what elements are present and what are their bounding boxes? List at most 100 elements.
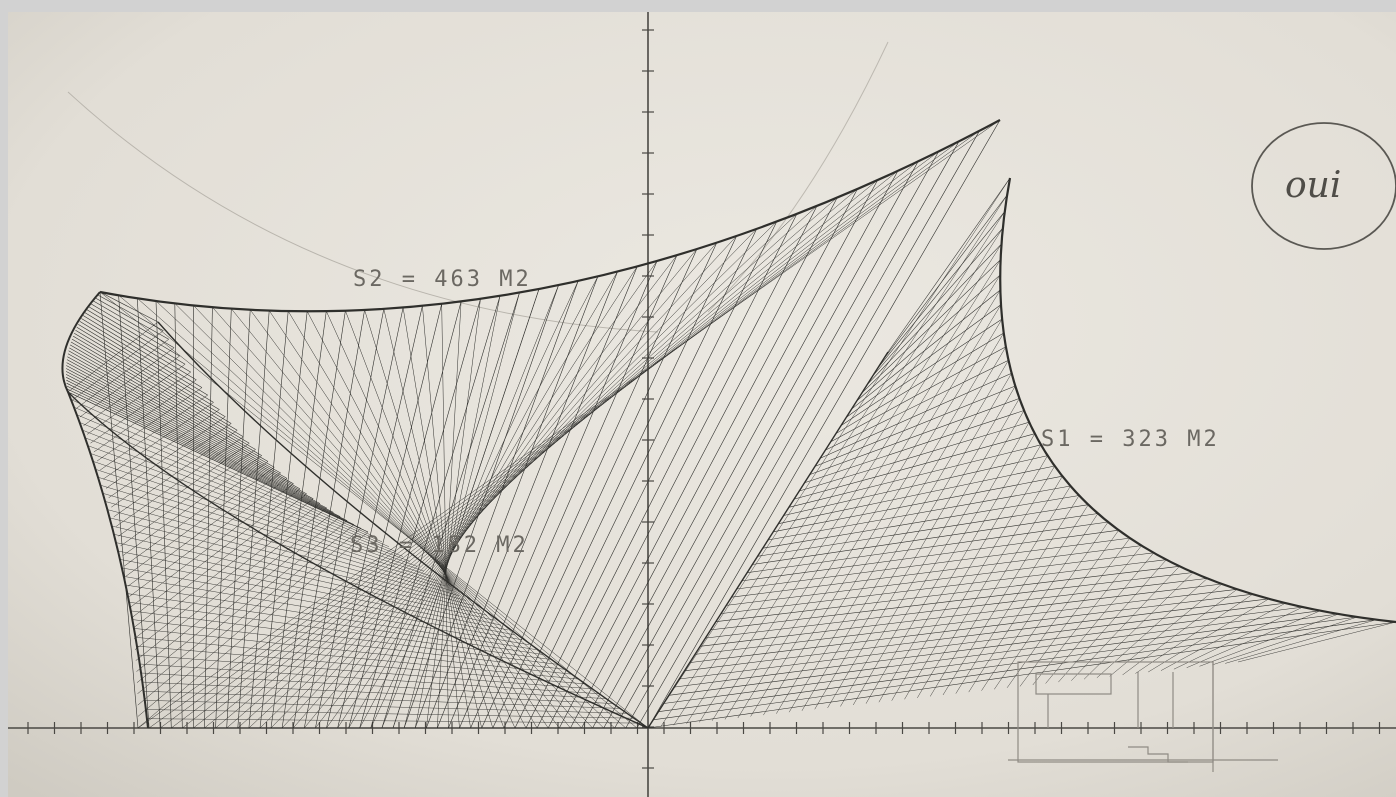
mesh-line (403, 292, 520, 729)
mesh-line (109, 517, 481, 611)
mesh-line (66, 379, 341, 517)
mesh-line (259, 311, 308, 729)
mesh-line (143, 690, 621, 709)
sketch-steps (1128, 746, 1188, 763)
mesh-line (92, 300, 175, 349)
mesh-line (66, 377, 334, 513)
mesh-line (814, 385, 1016, 467)
mesh-line (930, 476, 1063, 697)
mesh-line (891, 444, 1042, 701)
mesh-line (715, 566, 1180, 622)
mesh-line (741, 529, 1119, 582)
mesh-line (794, 433, 1035, 500)
mesh-line (799, 421, 1030, 492)
mesh-line (127, 593, 544, 655)
mesh-line (459, 260, 658, 729)
hyperbolic-surface-drawing: S2 = 463 M2 S1 = 323 M2 S3 = 182 M2 oui (8, 12, 1396, 797)
mesh-line (370, 280, 579, 729)
mesh-line (603, 161, 919, 729)
mesh-line (81, 318, 208, 396)
mesh-line (370, 295, 501, 729)
mesh-line (129, 478, 288, 597)
mesh-line (74, 332, 238, 431)
mesh-line (70, 341, 256, 450)
mesh-line (752, 513, 1098, 565)
mesh-line (66, 359, 294, 485)
mesh-line (67, 391, 369, 533)
mesh-line (160, 141, 960, 729)
mesh-line (345, 310, 505, 729)
mesh-line (142, 681, 614, 704)
mesh-line (663, 613, 1339, 704)
mesh-line (835, 332, 1004, 434)
mesh-line (68, 350, 275, 468)
mesh-line (306, 311, 527, 729)
mesh-line (673, 211, 1005, 726)
mesh-line (536, 213, 798, 729)
mesh-line (79, 321, 214, 403)
mesh-line (757, 504, 1089, 557)
mesh-line (148, 130, 980, 729)
mesh-line (67, 388, 362, 529)
mesh-line (877, 211, 1005, 369)
mesh-line (674, 606, 1303, 688)
mesh-line (679, 602, 1286, 680)
mesh-line (776, 332, 1004, 714)
mesh-line (82, 429, 404, 557)
mesh-line (113, 534, 495, 621)
mesh-line (231, 308, 571, 729)
mesh-line (326, 305, 423, 729)
mesh-line (72, 335, 244, 438)
mesh-line (653, 619, 1377, 721)
mesh-line (292, 309, 365, 729)
handwritten-annotation: oui (1251, 122, 1396, 250)
mesh-line (825, 359, 1009, 451)
mesh-line (66, 382, 348, 521)
sketch-box (1035, 673, 1112, 695)
mesh-line (182, 161, 919, 729)
mesh-line (337, 266, 638, 729)
mesh-line (67, 356, 288, 479)
mesh-line (710, 572, 1194, 631)
mesh-line (492, 242, 718, 729)
mesh-line (364, 309, 494, 729)
mesh-line (711, 259, 1001, 721)
mesh-line (392, 288, 540, 729)
mesh-line (968, 504, 1089, 693)
mesh-line (731, 545, 1142, 598)
mesh-line (281, 310, 346, 729)
mesh-line (647, 621, 1396, 729)
mesh-line (441, 303, 449, 729)
mesh-line (66, 385, 355, 525)
mesh-line (592, 170, 899, 729)
mesh-line (84, 312, 197, 381)
mesh-line (882, 194, 1008, 361)
mesh-line (146, 718, 642, 724)
mesh-line (1122, 589, 1238, 676)
label-s1: S1 = 323 M2 (1041, 427, 1220, 452)
surface-edge-inner (157, 321, 649, 729)
mesh-line (348, 271, 618, 729)
mesh-line (204, 179, 878, 729)
mesh-line (736, 537, 1130, 590)
mesh-line (71, 338, 250, 444)
mesh-line (846, 304, 1002, 418)
mesh-line (326, 310, 516, 729)
annotation-text: oui (1285, 165, 1341, 206)
mesh-line (99, 291, 649, 729)
mesh-line (547, 205, 818, 729)
mesh-line (647, 177, 1011, 729)
mesh-line (359, 298, 481, 729)
mesh-line (1237, 621, 1396, 663)
mesh-line (119, 559, 516, 636)
mesh-line (248, 311, 289, 729)
mesh-line (804, 410, 1025, 484)
mesh-line (726, 552, 1154, 606)
mesh-line (402, 307, 471, 729)
mesh-line (426, 298, 481, 729)
mesh-line (65, 374, 327, 509)
mesh-line (125, 467, 275, 577)
label-s3: S3 = 182 M2 (350, 533, 529, 558)
mesh-line (130, 483, 294, 608)
mesh-line (668, 610, 1321, 696)
